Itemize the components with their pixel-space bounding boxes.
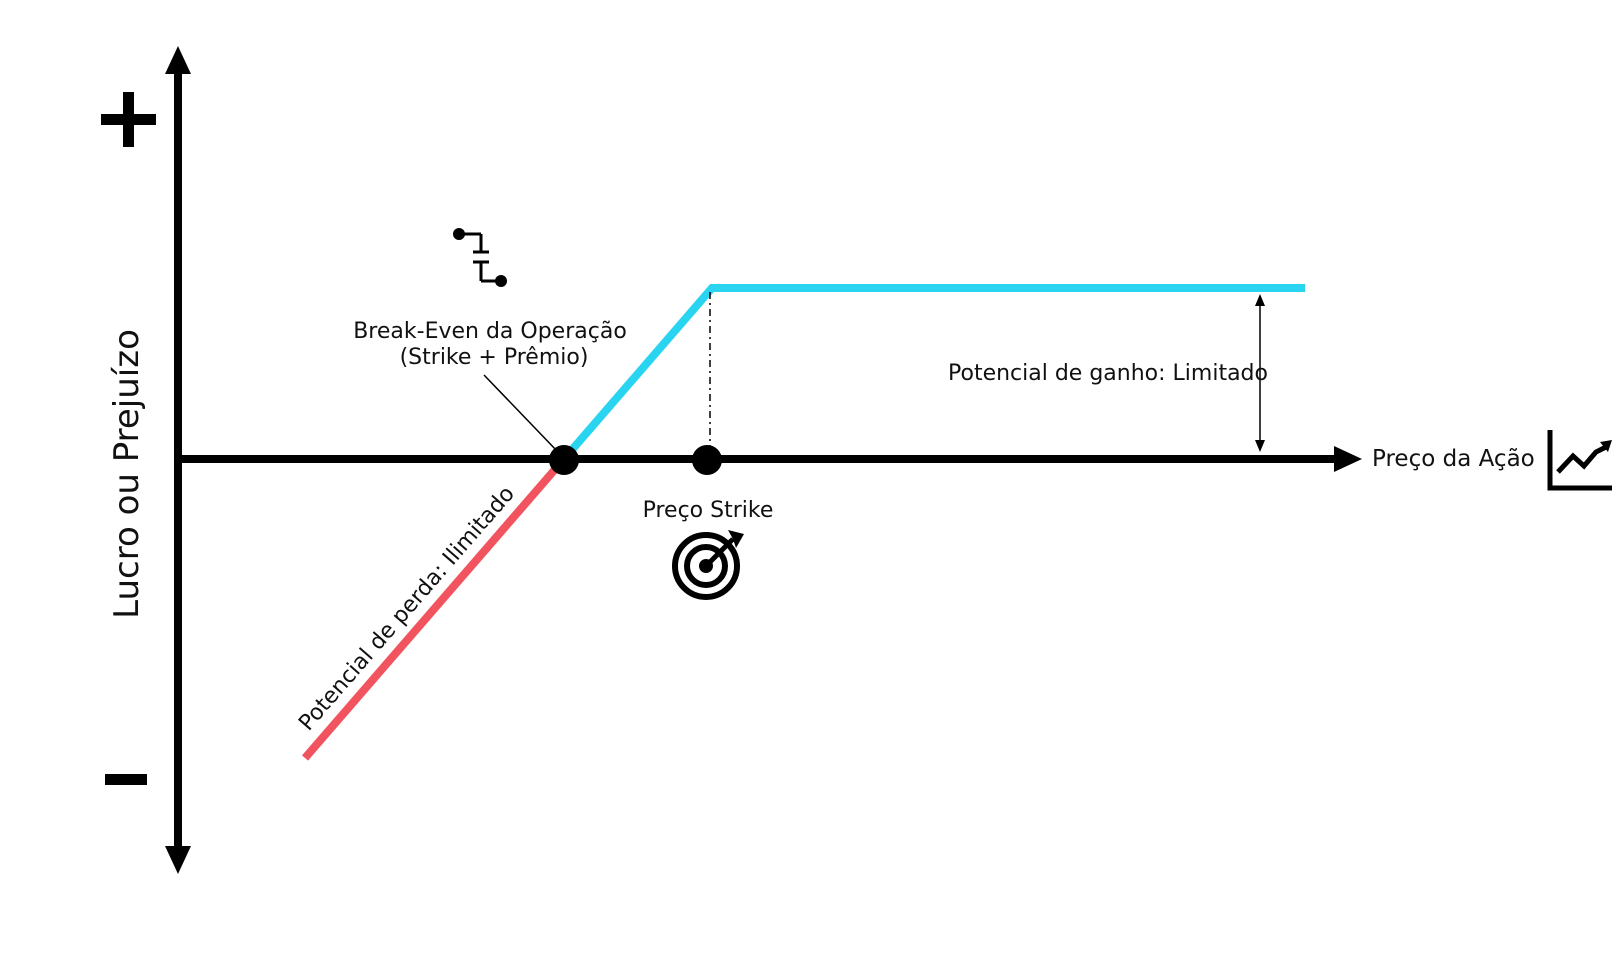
break-even-label-line2: (Strike + Prêmio)	[400, 345, 589, 370]
minus-symbol	[105, 774, 147, 785]
y-axis-arrow-down	[165, 846, 191, 874]
strike-point	[692, 445, 722, 475]
break-even-pointer	[483, 374, 559, 453]
gain-line	[560, 284, 1305, 462]
x-axis-arrow	[1334, 446, 1362, 472]
gain-arrow-head-top	[1255, 294, 1265, 306]
gain-arrow-head-bottom	[1255, 440, 1265, 452]
y-axis-arrow-up	[165, 46, 191, 74]
target-icon	[672, 530, 744, 600]
y-axis-label: Lucro ou Prejuízo	[107, 329, 147, 619]
loss-line	[301, 456, 568, 761]
gain-potential-label: Potencial de ganho: Limitado	[948, 361, 1268, 386]
loss-potential-label: Potencial de perda: Ilimitado	[294, 482, 520, 736]
strike-label: Preço Strike	[643, 498, 774, 523]
chart-trend-icon	[1547, 430, 1612, 491]
break-even-label-line1: Break-Even da Operação	[353, 319, 627, 344]
strategy-steps-icon	[453, 228, 507, 287]
x-axis-label: Preço da Ação	[1372, 446, 1535, 472]
break-even-point	[549, 445, 579, 475]
plus-symbol-v	[123, 92, 134, 147]
